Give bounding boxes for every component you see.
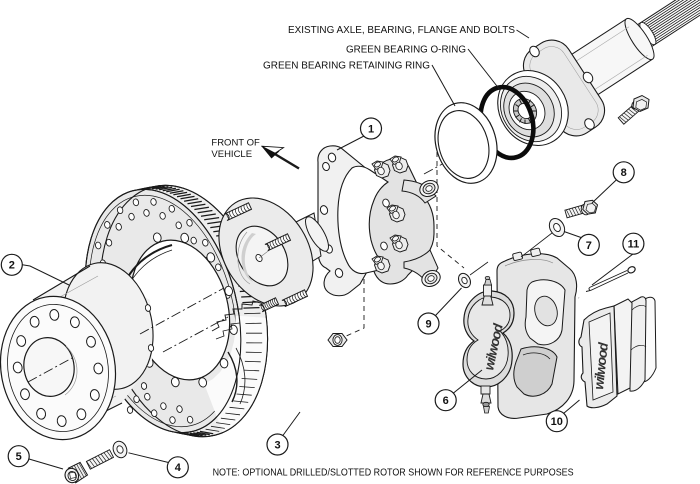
svg-text:4: 4 <box>175 462 182 474</box>
svg-text:wilwood: wilwood <box>591 341 611 390</box>
svg-text:1: 1 <box>368 123 374 135</box>
svg-text:VEHICLE: VEHICLE <box>211 149 252 160</box>
svg-text:3: 3 <box>274 439 280 451</box>
svg-text:FRONT OF: FRONT OF <box>211 137 260 148</box>
svg-text:2: 2 <box>9 260 15 272</box>
svg-text:NOTE: OPTIONAL DRILLED/SLOTTED: NOTE: OPTIONAL DRILLED/SLOTTED ROTOR SHO… <box>213 467 574 478</box>
svg-text:GREEN BEARING RETAINING RING: GREEN BEARING RETAINING RING <box>263 61 430 72</box>
svg-text:9: 9 <box>425 318 431 330</box>
svg-text:EXISTING AXLE, BEARING, FLANGE: EXISTING AXLE, BEARING, FLANGE AND BOLTS <box>288 25 515 36</box>
svg-text:5: 5 <box>16 451 22 463</box>
svg-text:GREEN BEARING O-RING: GREEN BEARING O-RING <box>346 45 466 56</box>
svg-text:6: 6 <box>443 395 449 407</box>
svg-text:7: 7 <box>586 240 592 252</box>
svg-text:10: 10 <box>551 416 563 428</box>
svg-text:11: 11 <box>628 239 640 251</box>
svg-text:8: 8 <box>621 167 627 179</box>
